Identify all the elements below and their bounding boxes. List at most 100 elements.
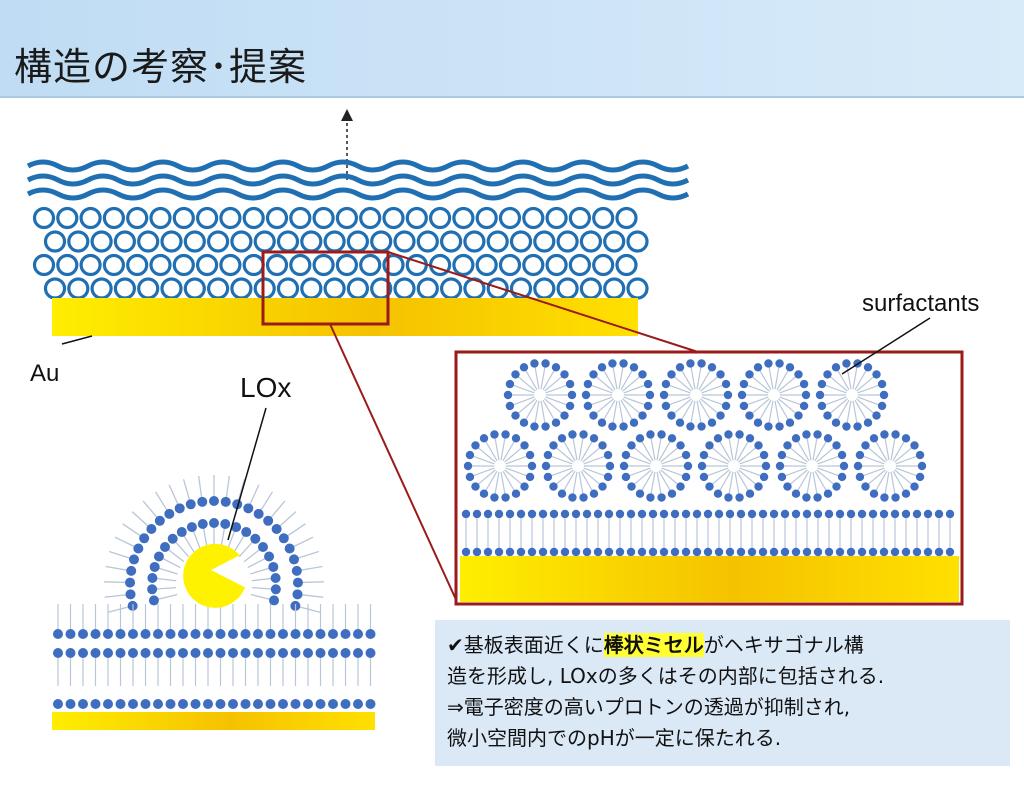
surfactant-head: [471, 482, 480, 491]
surfactant-head: [270, 573, 281, 584]
surfactant-tail: [544, 373, 565, 392]
bilayer-head: [290, 648, 301, 658]
surfactant-head: [581, 390, 591, 400]
surfactant-tail: [502, 470, 517, 495]
surfactant-head: [753, 363, 763, 372]
bilayer-head: [203, 699, 213, 709]
surfactant-tail: [656, 471, 663, 498]
bilayer-head: [203, 629, 213, 639]
bilayer-head: [494, 509, 504, 519]
bilayer-head: [626, 547, 636, 557]
surfactant-head: [817, 379, 827, 389]
micelle-circle: [149, 206, 172, 230]
left-bilayer: [53, 604, 376, 709]
surfactant-tail: [540, 363, 547, 390]
micelle-circle: [43, 230, 67, 253]
surfactant-head: [783, 482, 792, 491]
bilayer-head: [824, 547, 834, 557]
surfactant-head: [739, 401, 749, 411]
micelle-circle: [312, 206, 335, 230]
bilayer-head: [659, 509, 669, 519]
micelle-circle: [416, 277, 439, 300]
micelle-circle: [579, 277, 603, 300]
surfactant-head: [681, 472, 691, 482]
bilayer-head: [835, 547, 845, 557]
surfactant-head: [541, 422, 550, 431]
surfactant-tail: [553, 444, 574, 463]
bilayer-head: [549, 509, 559, 519]
bilayer-head: [90, 699, 101, 709]
surfactant-head: [638, 411, 647, 420]
surfactant-head: [568, 430, 577, 439]
surfactant-tail: [611, 363, 618, 390]
surfactant-head: [505, 379, 515, 389]
surfactant-tail: [701, 383, 727, 394]
micelle-circle: [219, 253, 242, 277]
surfactant-tail: [625, 454, 651, 465]
detail-bilayer: [461, 509, 955, 557]
surfactant-tail: [631, 444, 652, 463]
surfactant-tail: [781, 467, 807, 478]
surfactant-head: [759, 472, 769, 482]
bilayer-head: [857, 509, 867, 519]
surfactant-tail: [895, 454, 921, 465]
surfactant-head: [676, 482, 685, 491]
bilayer-head: [637, 509, 647, 519]
surfactant-head: [176, 527, 187, 538]
surfactant-tail: [814, 470, 829, 495]
title-bar: 構造の考察･提案: [0, 0, 1024, 98]
surfactant-tail: [700, 398, 721, 417]
surfactant-tail: [561, 437, 576, 462]
surfactant-head: [629, 418, 639, 427]
surfactant-tail: [601, 366, 616, 391]
surfactant-head: [643, 379, 653, 389]
bilayer-head: [65, 629, 76, 639]
surfactant-head: [777, 450, 787, 460]
surfactant-head: [735, 493, 744, 502]
surfactant-tail: [776, 366, 791, 391]
micelle-circle: [533, 230, 556, 253]
micelle-circle: [522, 253, 545, 277]
surfactant-tail: [857, 396, 883, 407]
surfactant-head: [915, 472, 925, 482]
bilayer-head: [365, 648, 376, 658]
surfactant-tail: [547, 454, 573, 465]
surfactant-head: [264, 551, 275, 562]
surfactant-tail: [515, 373, 536, 392]
surfactant-head: [619, 461, 629, 471]
zoom-line-upper: [387, 251, 699, 353]
micelle-circle: [429, 206, 452, 230]
surfactant-tail: [854, 366, 869, 391]
surfactant-tail: [500, 434, 507, 461]
surfactant-head: [681, 450, 691, 460]
surfactant-head: [721, 401, 731, 411]
bilayer-head: [190, 629, 201, 639]
surfactant-head: [813, 493, 822, 502]
surfactant-tail: [817, 467, 843, 478]
micelle-circle: [323, 277, 346, 300]
micelle-circle: [592, 206, 615, 230]
surfactant-head: [785, 363, 795, 372]
surfactant-head: [775, 422, 784, 431]
surfactant-head: [855, 450, 865, 460]
surfactant-head: [910, 441, 919, 450]
micelle-circle: [579, 230, 603, 253]
surfactant-tail: [736, 437, 751, 462]
surfactant-head: [707, 418, 717, 427]
bilayer-head: [769, 509, 779, 519]
micelle-circle: [253, 277, 276, 300]
surfactant-head: [619, 359, 628, 368]
bilayer-head: [215, 699, 226, 709]
surfactant-head: [716, 411, 725, 420]
bilayer-head: [934, 547, 944, 557]
lox-pointer-line: [227, 407, 267, 541]
surfactant-head: [520, 482, 529, 491]
bilayer-head: [90, 629, 101, 639]
bilayer-head: [290, 629, 301, 639]
surfactant-head: [231, 522, 242, 533]
bilayer-head: [228, 629, 238, 639]
surfactant-tail: [892, 470, 907, 495]
surfactant-head: [910, 482, 919, 491]
surfactant-head: [465, 450, 475, 460]
bilayer-head: [725, 547, 735, 557]
